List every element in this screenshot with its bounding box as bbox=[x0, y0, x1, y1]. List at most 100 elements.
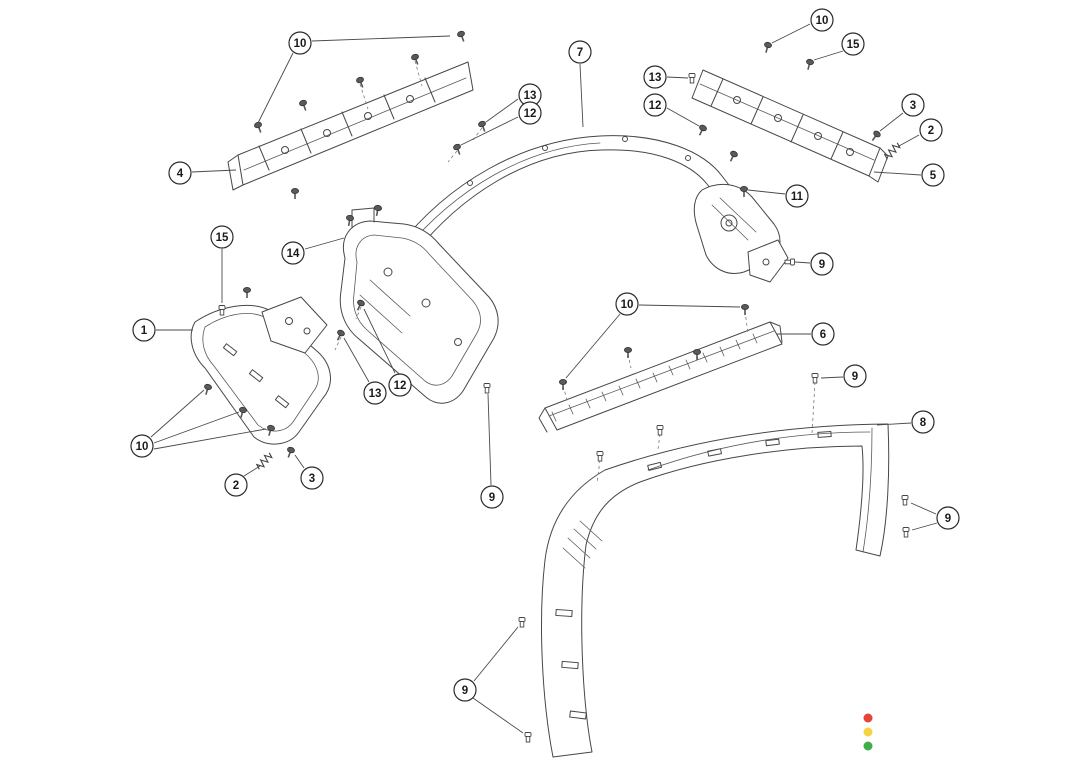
leader-line bbox=[343, 337, 370, 383]
callout-circle[interactable] bbox=[785, 184, 809, 208]
callout-11[interactable]: 11 bbox=[785, 184, 809, 208]
leader-line bbox=[191, 169, 237, 173]
part-bracket-left-small bbox=[261, 296, 328, 354]
leader-line bbox=[638, 304, 741, 308]
callout-13[interactable]: 13 bbox=[643, 65, 667, 89]
clip-icon bbox=[656, 425, 664, 436]
callout-circle[interactable] bbox=[518, 101, 542, 125]
callout-circle[interactable] bbox=[921, 163, 945, 187]
callout-circle[interactable] bbox=[480, 485, 504, 509]
callout-label: 7 bbox=[577, 47, 583, 59]
callout-circle[interactable] bbox=[810, 8, 834, 32]
callout-circle[interactable] bbox=[643, 93, 667, 117]
callout-5[interactable]: 5 bbox=[921, 163, 945, 187]
callout-label: 12 bbox=[649, 100, 662, 112]
callout-3[interactable]: 3 bbox=[901, 93, 925, 117]
callout-circle[interactable] bbox=[224, 473, 248, 497]
leader-line bbox=[910, 502, 937, 515]
leader-line bbox=[153, 428, 267, 450]
callout-circle[interactable] bbox=[453, 678, 477, 702]
callout-12[interactable]: 12 bbox=[643, 93, 667, 117]
callout-1[interactable]: 1 bbox=[132, 318, 156, 342]
leader-line bbox=[304, 237, 345, 250]
callout-9[interactable]: 9 bbox=[453, 678, 477, 702]
callout-circle[interactable] bbox=[363, 381, 387, 405]
callout-3[interactable]: 3 bbox=[300, 466, 324, 490]
callout-label: 10 bbox=[136, 441, 149, 453]
callout-label: 2 bbox=[233, 480, 239, 492]
callout-9[interactable]: 9 bbox=[843, 364, 867, 388]
callout-8[interactable]: 8 bbox=[911, 410, 935, 434]
leader-line bbox=[485, 98, 519, 123]
part-rail-right bbox=[691, 69, 889, 183]
callout-label: 15 bbox=[847, 39, 860, 51]
callout-circle[interactable] bbox=[281, 241, 305, 265]
callout-10[interactable]: 10 bbox=[810, 8, 834, 32]
callout-circle[interactable] bbox=[841, 32, 865, 56]
callout-14[interactable]: 14 bbox=[281, 241, 305, 265]
callout-label: 9 bbox=[852, 371, 858, 383]
callout-2[interactable]: 2 bbox=[919, 118, 943, 142]
screw-icon bbox=[726, 149, 740, 164]
parts-drawing bbox=[190, 61, 890, 758]
callout-circle[interactable] bbox=[936, 506, 960, 530]
leader-line bbox=[879, 112, 904, 132]
callout-6[interactable]: 6 bbox=[811, 322, 835, 346]
callout-circle[interactable] bbox=[911, 410, 935, 434]
callout-15[interactable]: 15 bbox=[210, 225, 234, 249]
callout-12[interactable]: 12 bbox=[518, 101, 542, 125]
callout-7[interactable]: 7 bbox=[568, 40, 592, 64]
callout-label: 12 bbox=[524, 108, 537, 120]
callout-circle[interactable] bbox=[901, 93, 925, 117]
callout-2[interactable]: 2 bbox=[224, 473, 248, 497]
clip-icon bbox=[524, 732, 532, 743]
callout-circle[interactable] bbox=[843, 364, 867, 388]
leader-line bbox=[911, 522, 938, 531]
callout-circle[interactable] bbox=[300, 466, 324, 490]
screw-icon bbox=[201, 382, 213, 397]
callout-label: 10 bbox=[621, 299, 634, 311]
callout-label: 6 bbox=[820, 329, 826, 341]
callout-label: 11 bbox=[791, 191, 804, 203]
callout-4[interactable]: 4 bbox=[168, 161, 192, 185]
callout-circle[interactable] bbox=[288, 31, 312, 55]
callout-label: 9 bbox=[462, 685, 468, 697]
callout-9[interactable]: 9 bbox=[480, 485, 504, 509]
screw-icon bbox=[354, 75, 367, 90]
screw-icon bbox=[868, 129, 883, 144]
callout-circle[interactable] bbox=[643, 65, 667, 89]
callout-circle[interactable] bbox=[210, 225, 234, 249]
screw-icon bbox=[344, 214, 355, 228]
part-rail-left bbox=[227, 61, 474, 191]
callout-12[interactable]: 12 bbox=[388, 373, 412, 397]
callout-10[interactable]: 10 bbox=[288, 31, 312, 55]
status-dot-green bbox=[863, 741, 873, 751]
leader-line bbox=[311, 35, 451, 42]
callout-13[interactable]: 13 bbox=[363, 381, 387, 405]
callout-circle[interactable] bbox=[810, 252, 834, 276]
leader-line bbox=[579, 63, 584, 128]
callout-circle[interactable] bbox=[919, 118, 943, 142]
callout-9[interactable]: 9 bbox=[936, 506, 960, 530]
clip-icon bbox=[811, 373, 819, 384]
callout-15[interactable]: 15 bbox=[841, 32, 865, 56]
callout-10[interactable]: 10 bbox=[615, 292, 639, 316]
callout-circle[interactable] bbox=[130, 434, 154, 458]
callout-circle[interactable] bbox=[388, 373, 412, 397]
part-slatted-rail bbox=[538, 321, 783, 433]
leader-line bbox=[876, 422, 912, 426]
leader-line bbox=[747, 189, 786, 195]
leader-line bbox=[666, 107, 700, 127]
callout-circle[interactable] bbox=[168, 161, 192, 185]
screw-icon bbox=[297, 98, 310, 113]
callout-circle[interactable] bbox=[132, 318, 156, 342]
screw-icon bbox=[290, 187, 300, 200]
callout-9[interactable]: 9 bbox=[810, 252, 834, 276]
callout-circle[interactable] bbox=[615, 292, 639, 316]
leader-line bbox=[873, 171, 922, 176]
callout-10[interactable]: 10 bbox=[130, 434, 154, 458]
callout-circle[interactable] bbox=[568, 40, 592, 64]
callout-label: 3 bbox=[910, 100, 916, 112]
callout-circle[interactable] bbox=[811, 322, 835, 346]
